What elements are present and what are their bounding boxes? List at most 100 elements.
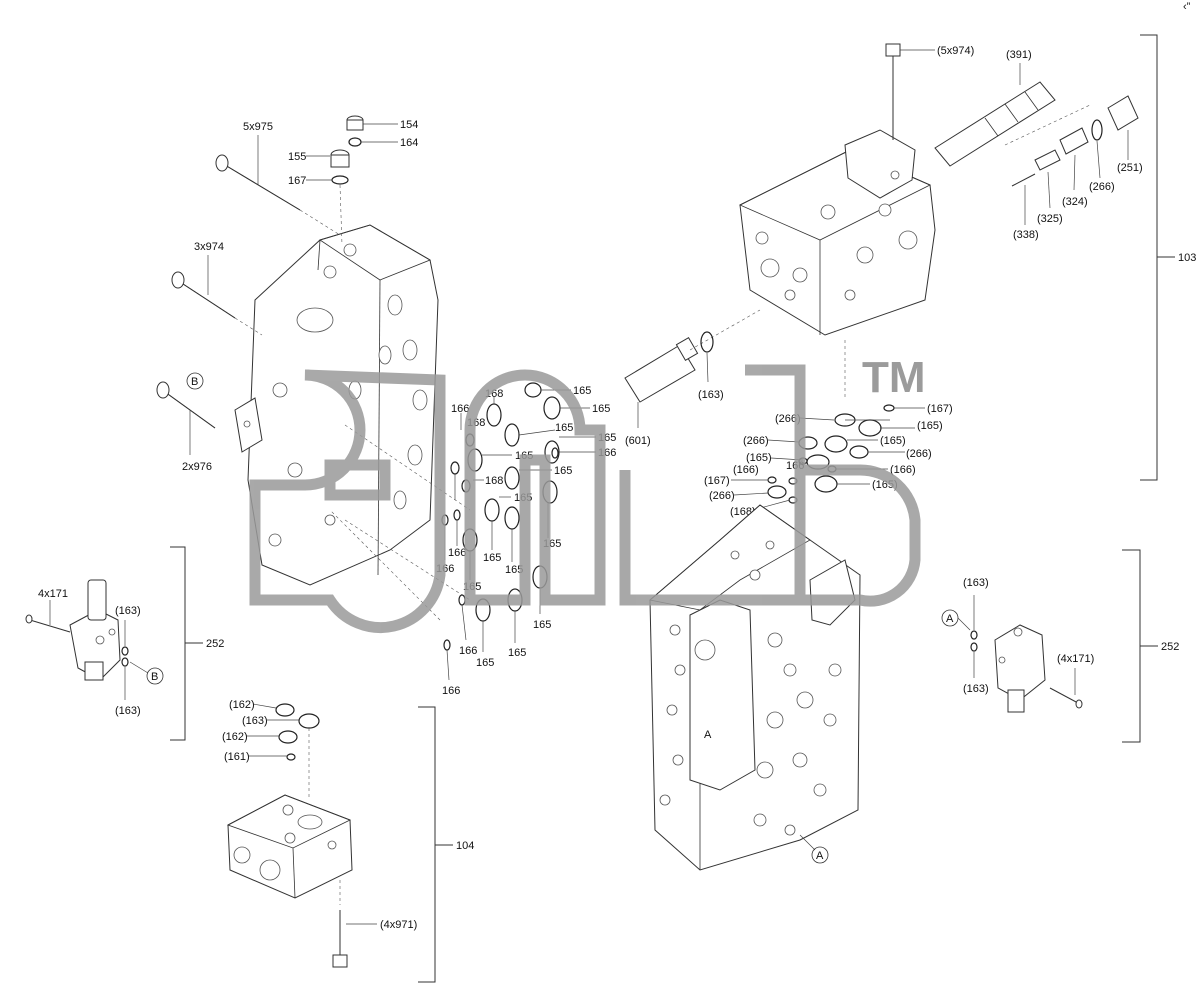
label-4x971: (4x971): [380, 919, 417, 931]
right-seal-cluster: (266) (167) (165) (266) (165) (165) (266…: [704, 403, 953, 518]
label-r-266-b: (266): [743, 435, 769, 447]
label-r-165-b: (165): [880, 435, 906, 447]
label-a-ref-bottom: A: [816, 850, 824, 862]
label-r-165-a: (165): [917, 420, 943, 432]
main-valve-body: A: [649, 504, 861, 871]
label-166-e: 166: [459, 645, 477, 657]
label-154: 154: [400, 119, 418, 131]
label-162-a: (162): [229, 699, 255, 711]
label-r-165-c: (165): [746, 452, 772, 464]
label-165-b: 165: [592, 403, 610, 415]
bolt-5x974: [885, 43, 901, 140]
bolt-3x974: [171, 271, 236, 319]
label-r-266-c: (266): [906, 448, 932, 460]
label-group-252-left: 252: [206, 638, 224, 650]
oring-163-right-a: [970, 630, 978, 640]
label-266-top: (266): [1089, 181, 1115, 193]
bolt-4x171-left: [25, 614, 71, 633]
oring-163-left-a: [121, 646, 129, 656]
label-163-right-b: (163): [963, 683, 989, 695]
label-166-c: 166: [448, 547, 466, 559]
spring-325: [1034, 149, 1061, 171]
label-5x975: 5x975: [243, 121, 273, 133]
label-r-166-c: (166): [890, 464, 916, 476]
left-valve-block: [247, 224, 439, 586]
bolt-5x975: [215, 154, 301, 211]
spool-391: [934, 81, 1056, 167]
label-338: (338): [1013, 229, 1039, 241]
oring-163-mid: [700, 331, 714, 353]
oring-162-a: [275, 703, 295, 717]
b-ref-plate: [234, 397, 263, 453]
label-162-b: (162): [222, 731, 248, 743]
label-4x171-left: 4x171: [38, 588, 68, 600]
top-right-valve: [739, 129, 936, 336]
oring-163-right-b: [970, 642, 978, 652]
label-165-l: 165: [533, 619, 551, 631]
label-a-ref-right: A: [946, 613, 954, 625]
label-165-n: 165: [476, 657, 494, 669]
plug-155: [330, 149, 350, 168]
label-r-167: (167): [927, 403, 953, 415]
label-163-bottom: (163): [242, 715, 268, 727]
bracket-252-left: 252: [170, 546, 224, 741]
label-167: 167: [288, 175, 306, 187]
label-391: (391): [1006, 49, 1032, 61]
oring-161: [286, 753, 296, 761]
label-163-mid: (163): [698, 389, 724, 401]
body-label-a: A: [704, 729, 712, 741]
pin-338: [1011, 173, 1036, 187]
label-163-left-a: (163): [115, 605, 141, 617]
label-r-266-a: (266): [775, 413, 801, 425]
label-165-c: 165: [555, 422, 573, 434]
corner-mark: ‹”: [1183, 1, 1191, 13]
label-r-266-d: (266): [709, 490, 735, 502]
label-251: (251): [1117, 162, 1143, 174]
label-group-252-right: 252: [1161, 641, 1179, 653]
label-2x976: 2x976: [182, 461, 212, 473]
bolt-4x971: [332, 910, 348, 968]
oring-162-b: [278, 730, 298, 744]
bracket-104: 104: [418, 706, 474, 983]
label-165-j: 165: [505, 564, 523, 576]
label-165-f: 165: [554, 465, 572, 477]
right-valve-252: [994, 624, 1046, 713]
b-ref-circle-left: [186, 372, 204, 390]
label-161: (161): [224, 751, 250, 763]
cartridge-601: [624, 337, 699, 403]
oring-163-left-b: [121, 657, 129, 667]
label-165-m: 165: [508, 647, 526, 659]
plug-154: [346, 115, 364, 131]
label-b-ref: B: [191, 376, 198, 388]
label-r-166-b: (166): [733, 464, 759, 476]
label-165-a: 165: [573, 385, 591, 397]
left-valve-252: [69, 579, 121, 681]
label-3x974: 3x974: [194, 241, 224, 253]
label-325: (325): [1037, 213, 1063, 225]
oring-167: [331, 175, 349, 185]
label-168-c: 168: [485, 475, 503, 487]
label-166-a: 166: [451, 403, 469, 415]
label-165-i: 165: [483, 552, 501, 564]
label-163-left-b: (163): [115, 705, 141, 717]
label-group-104: 104: [456, 840, 474, 852]
label-601: (601): [625, 435, 651, 447]
bolt-2x976: [156, 381, 216, 429]
label-324: (324): [1062, 196, 1088, 208]
label-b-ref-right: B: [151, 671, 158, 683]
label-4x171-right: (4x171): [1057, 653, 1094, 665]
a-ref-circle-bottom: [811, 846, 829, 864]
bracket-103: 103: [1140, 34, 1196, 481]
label-5x974: (5x974): [937, 45, 974, 57]
label-163-right-a: (163): [963, 577, 989, 589]
label-group-103: 103: [1178, 252, 1196, 264]
oring-164: [348, 137, 362, 147]
label-155: 155: [288, 151, 306, 163]
bracket-252-right: 252: [1122, 549, 1179, 743]
b-ref-circle-right: [146, 667, 164, 685]
cover-block-104: [227, 794, 353, 899]
label-166-f: 166: [442, 685, 460, 697]
bolt-4x171-right: [1049, 687, 1083, 709]
trademark-symbol: TM: [862, 353, 926, 402]
label-164: 164: [400, 137, 418, 149]
